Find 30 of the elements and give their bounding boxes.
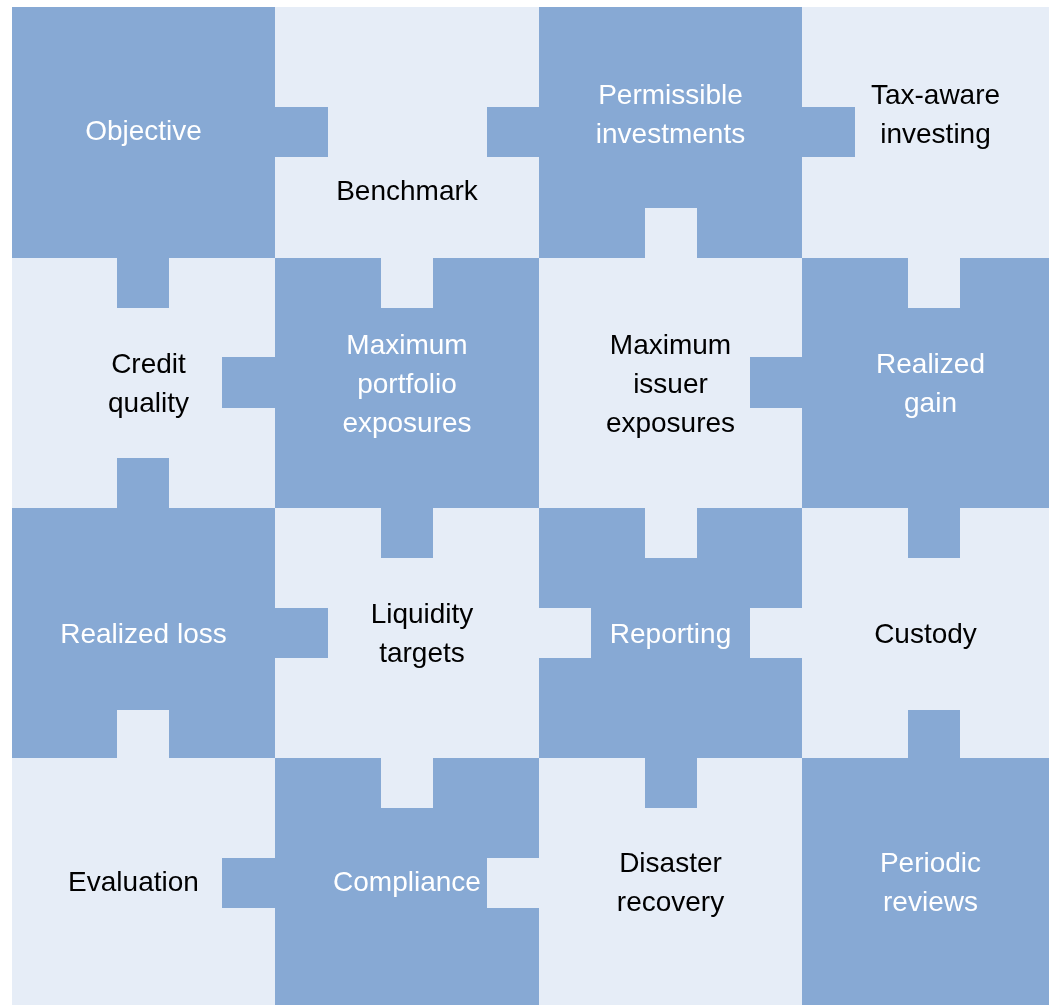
piece-label: Compliance [332, 865, 482, 899]
piece-label: Maximum portfolio exposures [341, 327, 473, 440]
puzzle-piece [802, 758, 1049, 1005]
puzzle-piece [539, 7, 802, 258]
piece-label: Evaluation [67, 865, 200, 899]
piece-label: Realized loss [59, 616, 228, 651]
piece-label: Tax-aware investing [869, 77, 1002, 151]
puzzle-piece [275, 258, 539, 508]
piece-label: Disaster recovery [615, 845, 726, 919]
puzzle-piece [275, 508, 539, 758]
piece-label: Objective [84, 114, 203, 148]
puzzle-piece [539, 258, 802, 508]
puzzle-piece [12, 758, 275, 1005]
piece-label: Permissible investments [594, 77, 747, 151]
puzzle-piece [802, 508, 1049, 758]
piece-label: Liquidity targets [369, 597, 475, 670]
puzzle-piece [539, 758, 802, 1005]
puzzle-piece [12, 7, 275, 258]
piece-label: Custody [873, 616, 978, 651]
piece-label: Realized gain [875, 347, 986, 420]
piece-label: Benchmark [335, 174, 479, 208]
piece-label: Reporting [608, 616, 733, 651]
puzzle-piece [802, 258, 1049, 508]
puzzle-piece [12, 508, 275, 758]
puzzle-piece [275, 7, 539, 258]
puzzle-piece [275, 758, 539, 1005]
piece-label: Maximum issuer exposures [604, 327, 737, 440]
piece-label: Credit quality [107, 347, 190, 420]
puzzle-piece [802, 7, 1049, 258]
piece-label: Periodic reviews [878, 845, 983, 919]
